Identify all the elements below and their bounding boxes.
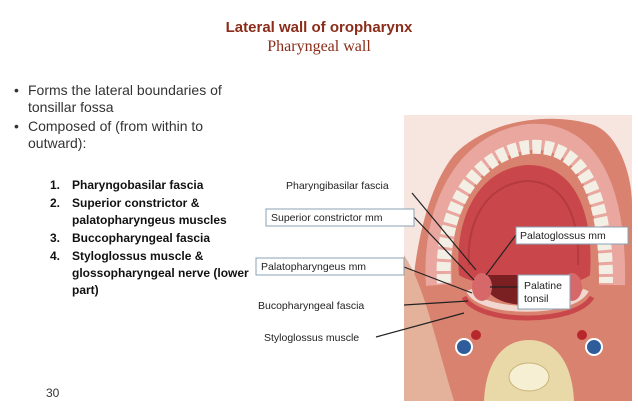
leader-line (411, 214, 475, 281)
label-box (255, 257, 405, 276)
left-tonsil (472, 273, 492, 301)
label-palatine-tonsil-line1: Palatine (524, 280, 562, 292)
leader-line (411, 192, 477, 271)
layer-number: 2. (50, 196, 61, 210)
bullet-list: • Forms the lateral boundaries of tonsil… (14, 82, 244, 154)
label-pharyngobasilar-fascia: Pharyngibasilar fascia (286, 180, 389, 192)
page-number: 30 (46, 386, 60, 400)
carotid-artery (471, 330, 481, 340)
neck-tissue (404, 255, 454, 401)
bullet-dot-icon: • (14, 118, 19, 134)
layer-text: Superior constrictor & palatopharyngeus … (72, 196, 227, 227)
bullet-item: • Forms the lateral boundaries of tonsil… (14, 82, 244, 116)
bullet-text: Composed of (from within to outward): (28, 118, 204, 151)
slide-subtitle: Pharyngeal wall (267, 38, 371, 55)
label-box (517, 274, 571, 310)
layer-text: Pharyngobasilar fascia (72, 178, 204, 192)
teeth-arch (436, 139, 613, 284)
label-box (515, 226, 629, 245)
layer-item: 3. Buccopharyngeal fascia (50, 230, 250, 247)
label-palatopharyngeus: Palatopharyngeus mm (261, 261, 366, 273)
label-palatoglossus: Palatoglossus mm (520, 230, 606, 242)
oropharynx-anatomy-figure: Pharyngibasilar fascia Superior constric… (255, 115, 632, 401)
leader-line (403, 300, 469, 306)
leader-line (375, 312, 465, 338)
layer-text: Styloglossus muscle & glossopharyngeal n… (72, 249, 249, 297)
label-styloglossus-muscle: Styloglossus muscle (264, 332, 359, 344)
layer-list: 1. Pharyngobasilar fascia 2. Superior co… (50, 177, 250, 300)
carotid-artery-right (577, 330, 587, 340)
slide-title: Lateral wall of oropharynx (225, 19, 413, 36)
layer-item: 1. Pharyngobasilar fascia (50, 177, 250, 194)
label-bucopharyngeal-fascia: Bucopharyngeal fascia (258, 300, 364, 312)
tongue-texture (467, 179, 580, 266)
jugular-vein (455, 338, 473, 356)
layer-item: 4. Styloglossus muscle & glossopharyngea… (50, 248, 250, 299)
layer-number: 4. (50, 249, 61, 263)
label-superior-constrictor: Superior constrictor mm (271, 212, 383, 224)
leader-line (403, 266, 473, 294)
leader-line (485, 234, 517, 276)
vertebral-body (508, 362, 550, 392)
layer-number: 1. (50, 178, 61, 192)
label-box (265, 208, 415, 227)
bullet-dot-icon: • (14, 82, 19, 98)
bullet-item: • Composed of (from within to outward): (14, 118, 244, 152)
layer-item: 2. Superior constrictor & palatopharynge… (50, 195, 250, 229)
jugular-vein-right (585, 338, 603, 356)
layer-text: Buccopharyngeal fascia (72, 231, 211, 245)
leader-lines (375, 192, 520, 338)
constrictor-layer (461, 295, 595, 321)
bullet-text: Forms the lateral boundaries of tonsilla… (28, 82, 222, 115)
layer-number: 3. (50, 231, 61, 245)
label-palatine-tonsil-line2: tonsil (524, 293, 549, 305)
